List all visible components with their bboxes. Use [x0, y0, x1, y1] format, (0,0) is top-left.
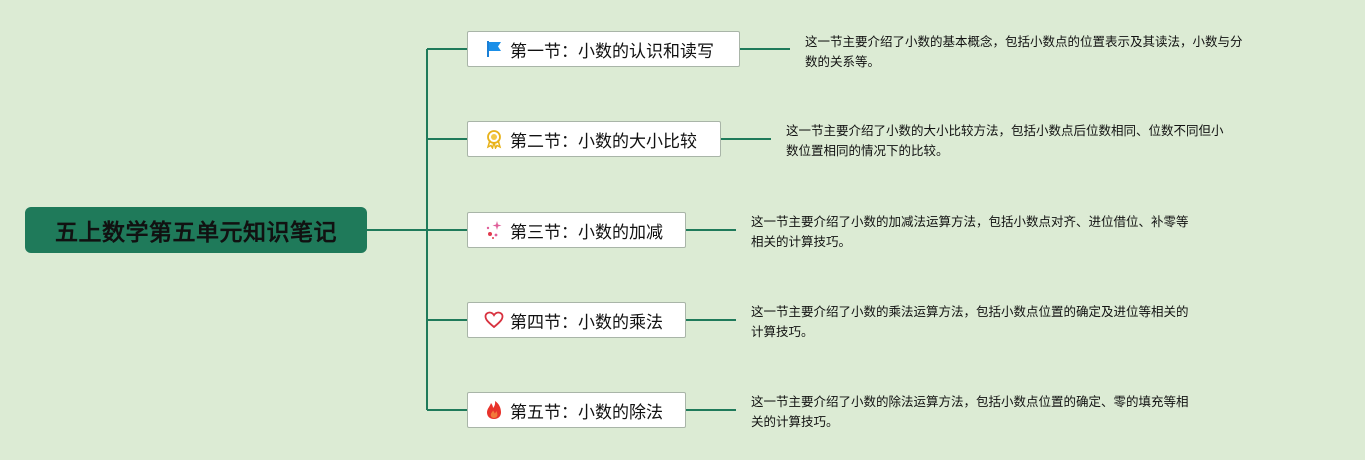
note-line: 这一节主要介绍了小数的基本概念，包括小数点的位置表示及其读法，小数与分 [805, 34, 1243, 49]
note-line: 数的关系等。 [805, 54, 881, 69]
note-line: 这一节主要介绍了小数的大小比较方法，包括小数点后位数相同、位数不同但小 [786, 123, 1224, 138]
note-line: 这一节主要介绍了小数的除法运算方法，包括小数点位置的确定、零的填充等相 [751, 394, 1189, 409]
note-line: 计算技巧。 [751, 324, 814, 339]
root-topic[interactable]: 五上数学第五单元知识笔记 [25, 207, 367, 253]
heart-icon [484, 310, 504, 330]
fire-icon [484, 400, 504, 420]
topic-section-2[interactable]: 第二节：小数的大小比较 [467, 121, 721, 157]
topic-label: 第二节：小数的大小比较 [510, 131, 697, 152]
topic-note-1: 这一节主要介绍了小数的基本概念，包括小数点的位置表示及其读法，小数与分 数的关系… [805, 32, 1243, 72]
flag-icon [484, 39, 504, 59]
topic-label: 第一节：小数的认识和读写 [510, 41, 714, 62]
topic-note-5: 这一节主要介绍了小数的除法运算方法，包括小数点位置的确定、零的填充等相 关的计算… [751, 392, 1189, 432]
topic-section-3[interactable]: 第三节：小数的加减 [467, 212, 686, 248]
sparkle-icon [484, 220, 504, 240]
note-line: 这一节主要介绍了小数的加减法运算方法，包括小数点对齐、进位借位、补零等 [751, 214, 1189, 229]
topic-note-2: 这一节主要介绍了小数的大小比较方法，包括小数点后位数相同、位数不同但小 数位置相… [786, 121, 1224, 161]
topic-label: 第三节：小数的加减 [510, 222, 663, 243]
award-ribbon-icon [484, 129, 504, 149]
topic-note-3: 这一节主要介绍了小数的加减法运算方法，包括小数点对齐、进位借位、补零等 相关的计… [751, 212, 1189, 252]
note-line: 这一节主要介绍了小数的乘法运算方法，包括小数点位置的确定及进位等相关的 [751, 304, 1189, 319]
topic-section-5[interactable]: 第五节：小数的除法 [467, 392, 686, 428]
note-line: 相关的计算技巧。 [751, 234, 852, 249]
topic-section-4[interactable]: 第四节：小数的乘法 [467, 302, 686, 338]
note-line: 数位置相同的情况下的比较。 [786, 143, 949, 158]
note-line: 关的计算技巧。 [751, 414, 839, 429]
topic-note-4: 这一节主要介绍了小数的乘法运算方法，包括小数点位置的确定及进位等相关的 计算技巧… [751, 302, 1189, 342]
topic-label: 第五节：小数的除法 [510, 402, 663, 423]
topic-label: 第四节：小数的乘法 [510, 312, 663, 333]
topic-section-1[interactable]: 第一节：小数的认识和读写 [467, 31, 740, 67]
